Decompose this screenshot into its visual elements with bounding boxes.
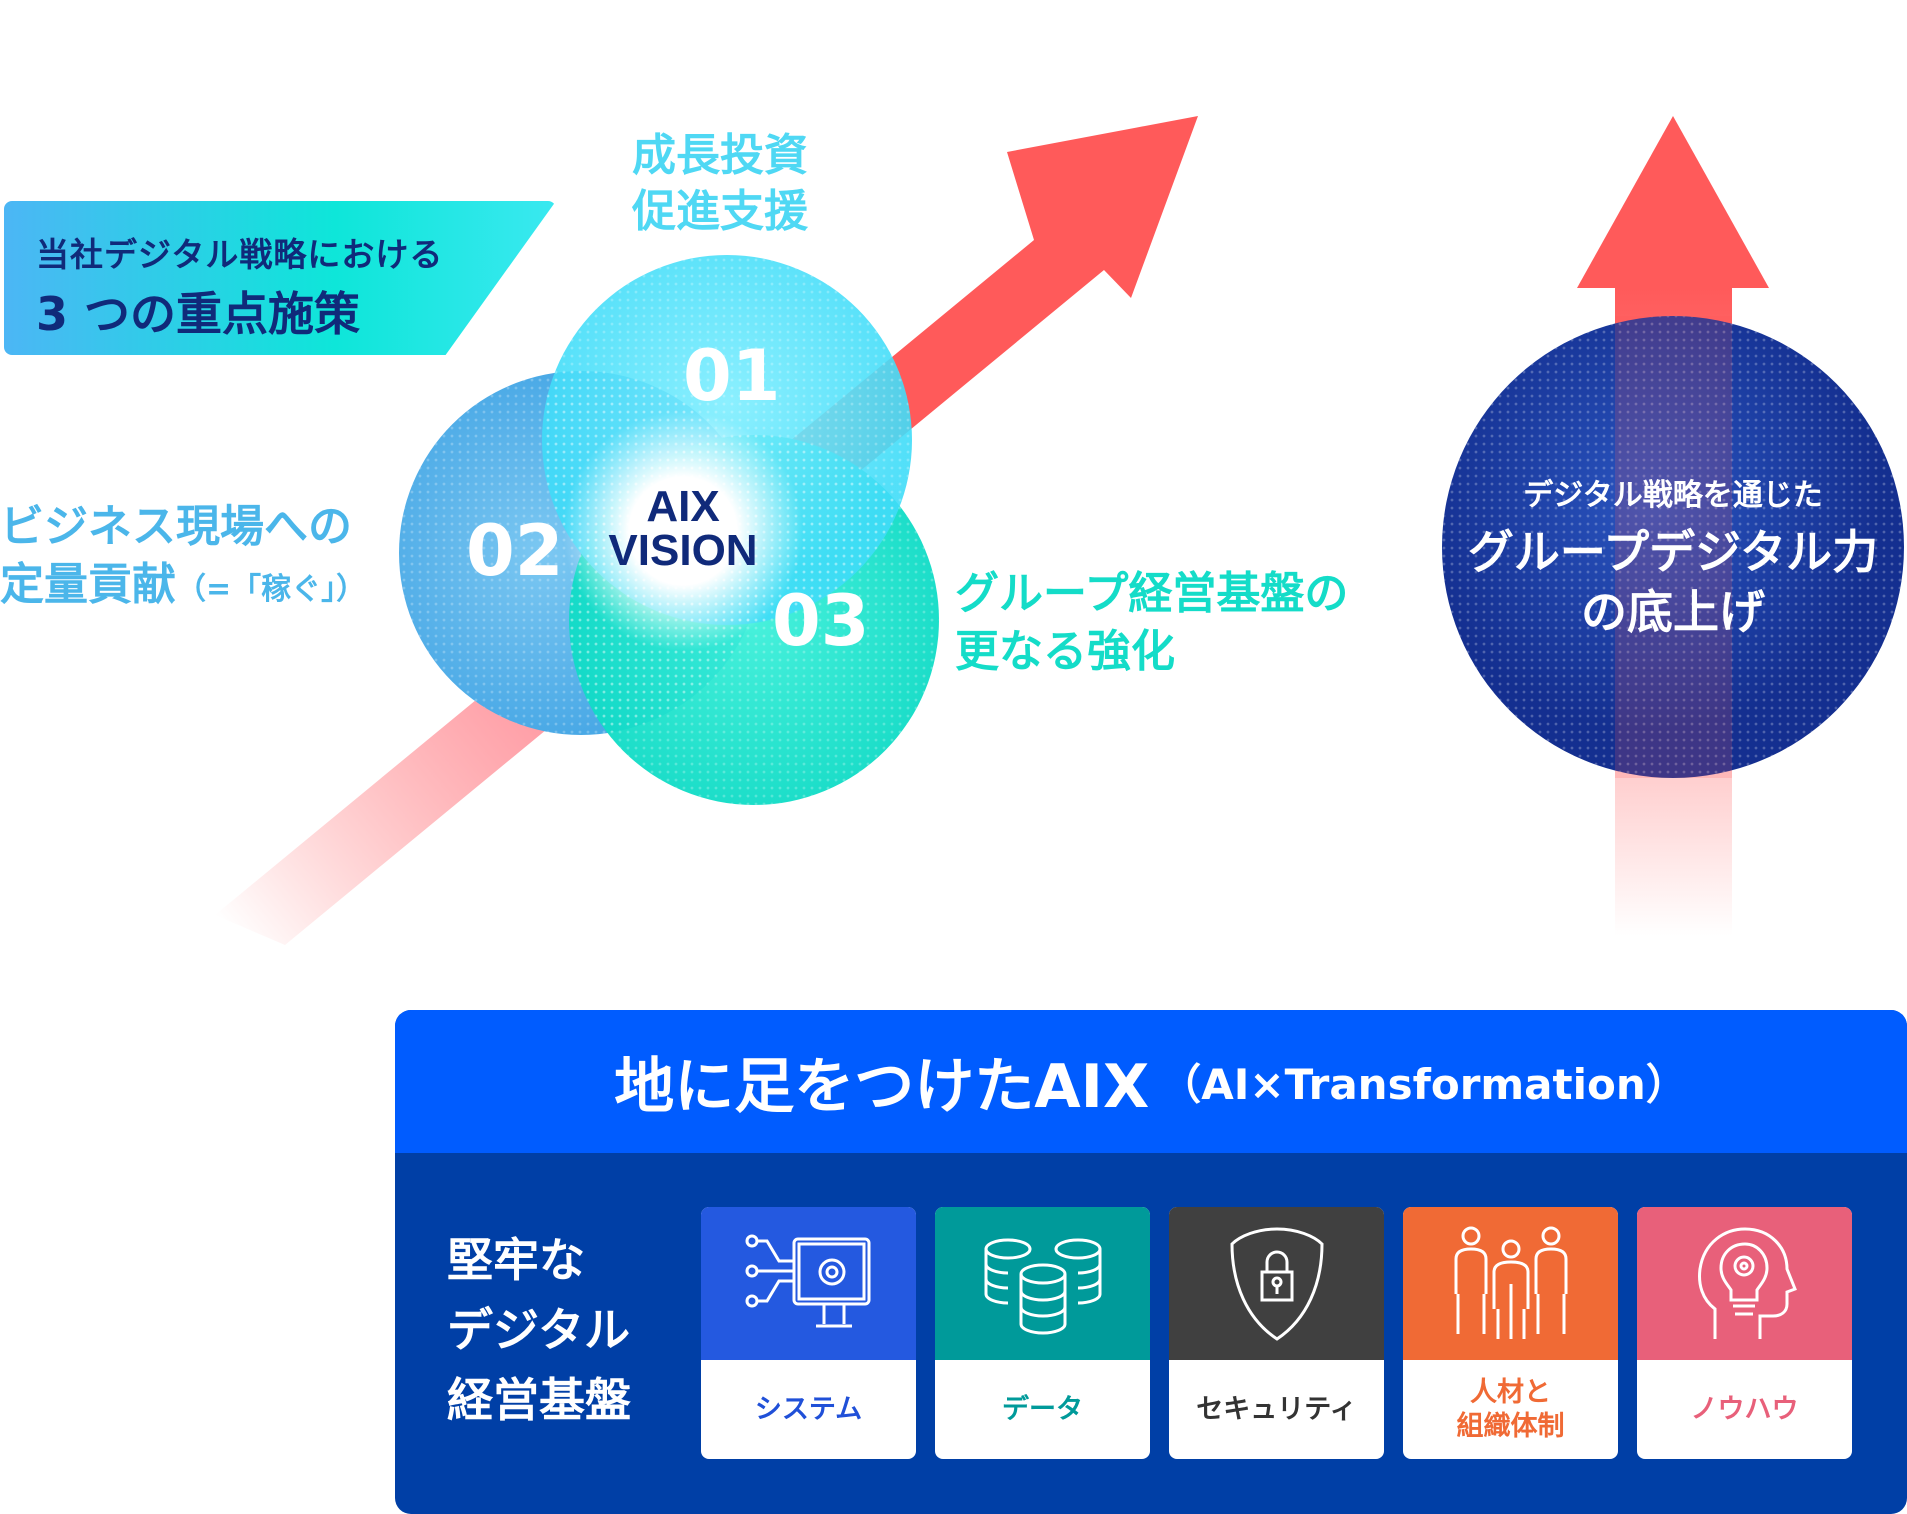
card-talent: 人材と組織体制 (1403, 1207, 1618, 1459)
sphere-text: デジタル戦略を通じた グループデジタル力 の底上げ (1467, 478, 1879, 639)
monitor-gear-icon (745, 1234, 870, 1327)
card-label: 人材と組織体制 (1456, 1376, 1565, 1442)
center-glow (563, 411, 803, 651)
pillar-01-label: 成長投資促進支援 (632, 130, 808, 237)
card-security: セキュリティ (1169, 1207, 1384, 1459)
pillar-02-number: 02 (466, 510, 564, 592)
panel-title: 地に足をつけたAIX（AI×Transformation） (395, 1010, 1907, 1153)
card-label: システム (754, 1393, 863, 1425)
people-icon (1454, 1226, 1567, 1339)
card-label: セキュリティ (1196, 1393, 1357, 1425)
tag-line1: 当社デジタル戦略における (36, 235, 444, 274)
card-knowhow: ノウハウ (1637, 1207, 1852, 1459)
card-label: ノウハウ (1690, 1393, 1799, 1425)
shield-lock-icon (1229, 1226, 1324, 1341)
card-data: データ (935, 1207, 1150, 1459)
card-system: システム (701, 1207, 916, 1459)
database-icon (984, 1238, 1101, 1335)
aix-panel: 地に足をつけたAIX（AI×Transformation） 堅牢なデジタル経営基… (395, 1010, 1907, 1514)
pillar-03-label: グループ経営基盤の更なる強化 (955, 568, 1349, 677)
pillar-01-number: 01 (683, 335, 781, 417)
card-label: データ (1002, 1393, 1083, 1425)
strategy-tag (4, 201, 556, 355)
tag-line2: 3 つの重点施策 (36, 287, 361, 341)
up-arrow-head (1577, 116, 1769, 288)
foundation-label: 堅牢なデジタル経営基盤 (447, 1233, 631, 1427)
pillar-02-label: ビジネス現場への定量貢献（=「稼ぐ」） (0, 501, 367, 610)
pillar-03-number: 03 (772, 580, 870, 662)
head-lightbulb-icon (1697, 1226, 1797, 1339)
